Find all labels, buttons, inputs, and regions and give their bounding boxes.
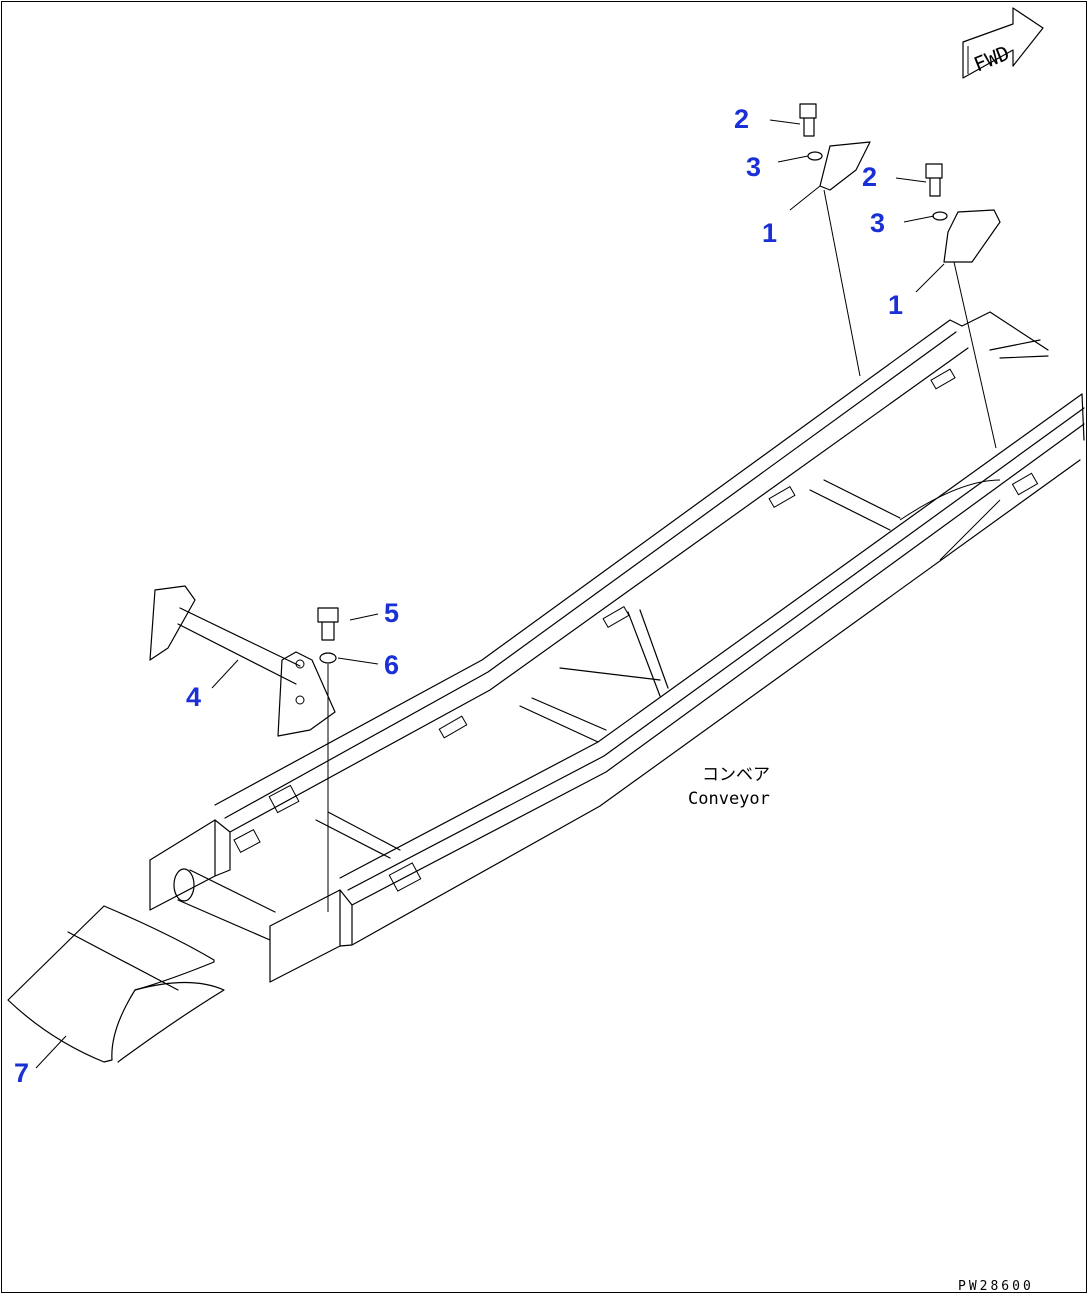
brackets-upper [799,103,1001,449]
callout-3-left: 3 [746,152,761,182]
label-conveyor: Conveyor [688,789,770,809]
leader-lines [35,119,945,1069]
callout-1-right: 1 [888,290,903,320]
fwd-arrow-icon: FWD [962,7,1044,79]
callout-5: 5 [384,598,399,628]
callout-1-left: 1 [762,218,777,248]
conveyor-frame [149,311,1085,983]
callout-2-right: 2 [862,162,877,192]
bolt-washer-left [317,607,339,912]
callout-3-right: 3 [870,208,885,238]
callout-6: 6 [384,650,399,680]
callout-7: 7 [14,1058,29,1088]
belt [7,905,225,1063]
label-japanese: コンベア [702,765,770,785]
fwd-label: FWD [970,41,1012,77]
drawing-number: PW28600 [958,1279,1034,1294]
support-shaft [149,585,336,737]
callout-2-left: 2 [734,104,749,134]
callout-4: 4 [186,682,201,712]
